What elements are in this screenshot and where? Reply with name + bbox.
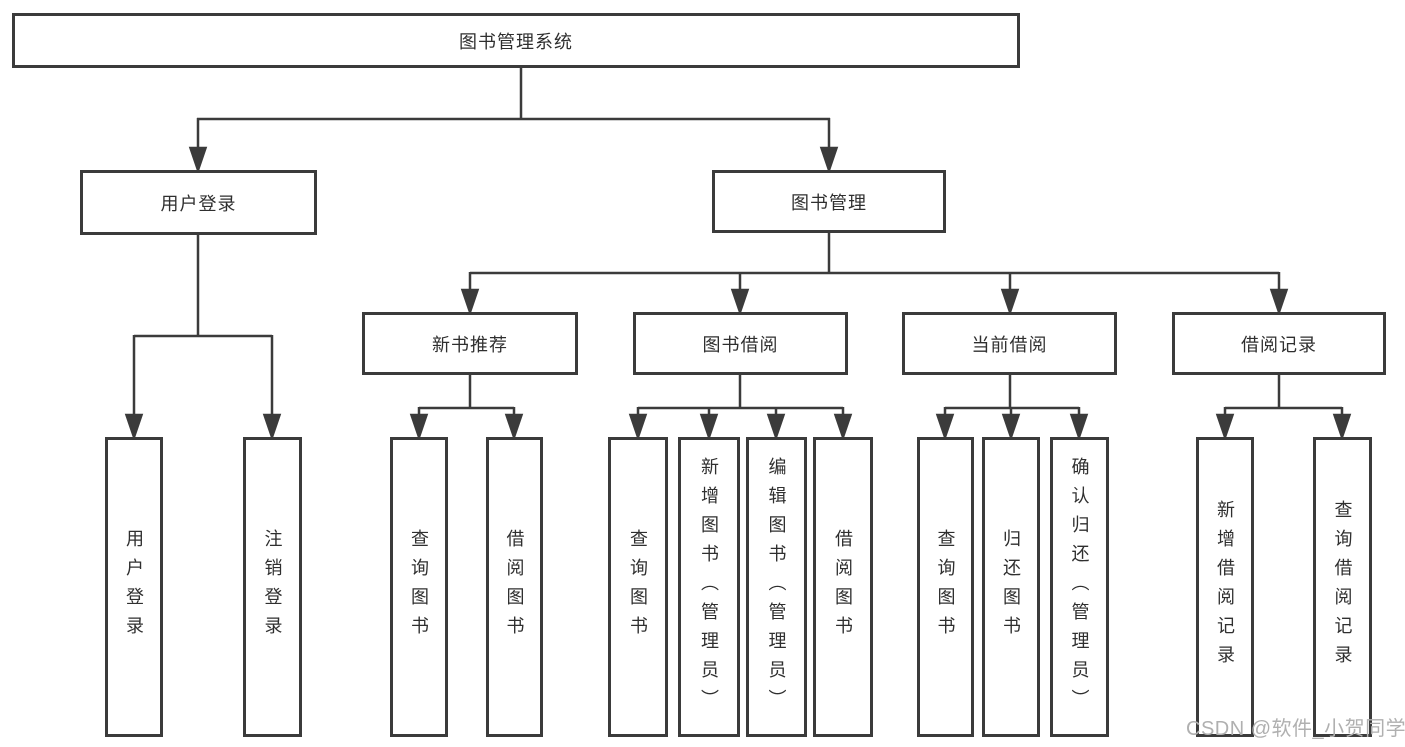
connector-book-borrow bbox=[638, 375, 843, 410]
leaf-current-confirm-return-admin: 确认归还（管理员） bbox=[1050, 437, 1109, 737]
node-label: 用户登录 bbox=[160, 193, 237, 214]
node-borrow-records: 借阅记录 bbox=[1172, 312, 1386, 375]
node-new-book-recommend: 新书推荐 bbox=[362, 312, 578, 375]
node-label: 新增借阅记录 bbox=[1215, 500, 1235, 674]
node-label: 图书借阅 bbox=[702, 334, 779, 355]
leaf-current-return-books: 归还图书 bbox=[982, 437, 1040, 737]
node-label: 查询图书 bbox=[628, 529, 648, 645]
node-label: 当前借阅 bbox=[971, 334, 1048, 355]
connector-borrow-record bbox=[1225, 375, 1342, 410]
leaf-current-query-books: 查询图书 bbox=[917, 437, 974, 737]
csdn-watermark: CSDN @软件_小贺同学 bbox=[1186, 718, 1405, 740]
connector-root bbox=[197, 68, 830, 121]
node-label: 用户登录 bbox=[124, 529, 144, 645]
node-label: 查询图书 bbox=[409, 529, 429, 645]
node-user-login-branch: 用户登录 bbox=[80, 170, 317, 235]
node-book-borrow: 图书借阅 bbox=[633, 312, 848, 375]
node-label: 归还图书 bbox=[1001, 529, 1021, 645]
leaf-borrow-query-books: 查询图书 bbox=[608, 437, 668, 737]
node-label: 编辑图书（管理员） bbox=[766, 456, 787, 718]
node-label: 查询图书 bbox=[935, 529, 956, 645]
leaf-record-query-borrow-record: 查询借阅记录 bbox=[1313, 437, 1372, 737]
node-label: 新增图书（管理员） bbox=[699, 456, 719, 718]
leaf-record-add-borrow-record: 新增借阅记录 bbox=[1196, 437, 1254, 737]
node-root-system: 图书管理系统 bbox=[12, 13, 1020, 68]
leaf-newbook-borrow-books: 借阅图书 bbox=[486, 437, 543, 737]
node-book-management-branch: 图书管理 bbox=[712, 170, 946, 233]
node-label: 借阅记录 bbox=[1241, 334, 1317, 355]
leaf-user-login: 用户登录 bbox=[105, 437, 163, 737]
connector-current-borrow bbox=[945, 375, 1079, 410]
connector-new-book bbox=[419, 375, 514, 410]
leaf-logout-login: 注销登录 bbox=[243, 437, 302, 737]
connector-book-mgmt bbox=[470, 233, 1279, 275]
node-label: 借阅图书 bbox=[504, 529, 525, 645]
node-label: 图书管理系统 bbox=[459, 31, 573, 52]
node-label: 新书推荐 bbox=[432, 334, 508, 355]
node-current-borrow: 当前借阅 bbox=[902, 312, 1117, 375]
leaf-borrow-borrow-books: 借阅图书 bbox=[813, 437, 873, 737]
node-label: 注销登录 bbox=[262, 529, 283, 645]
node-label: 查询借阅记录 bbox=[1332, 500, 1353, 674]
node-label: 确认归还（管理员） bbox=[1069, 456, 1090, 718]
leaf-borrow-edit-books-admin: 编辑图书（管理员） bbox=[746, 437, 807, 737]
leaf-borrow-add-books-admin: 新增图书（管理员） bbox=[678, 437, 740, 737]
leaf-newbook-query-books: 查询图书 bbox=[390, 437, 448, 737]
node-label: 借阅图书 bbox=[833, 529, 853, 645]
node-label: 图书管理 bbox=[791, 192, 867, 213]
connector-user-login bbox=[134, 235, 272, 338]
